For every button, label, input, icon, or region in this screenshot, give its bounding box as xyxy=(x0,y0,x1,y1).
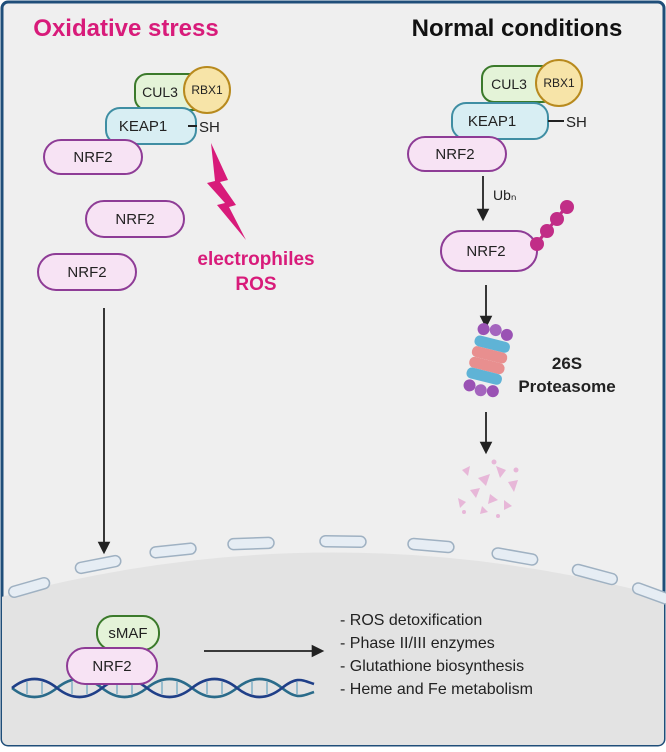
left-cul3-label: CUL3 xyxy=(142,84,178,100)
free-nrf2-1-label: NRF2 xyxy=(115,211,154,228)
right-keap1-complex: CUL3 RBX1 KEAP1 SH NRF2 xyxy=(407,59,587,172)
nucleus-region xyxy=(2,552,664,745)
left-title: Oxidative stress xyxy=(33,15,218,42)
nuclear-envelope xyxy=(7,534,666,605)
stressor-electrophiles: electrophiles xyxy=(197,249,314,270)
outcome-item: - Glutathione biosynthesis xyxy=(340,658,524,675)
right-bound-nrf2-label: NRF2 xyxy=(435,146,474,163)
outcome-item: - ROS detoxification xyxy=(340,612,482,629)
left-keap1-label: KEAP1 xyxy=(119,118,167,135)
free-nrf2-1-shape xyxy=(85,200,185,238)
right-title: Normal conditions xyxy=(412,15,623,42)
outcome-item: - Heme and Fe metabolism xyxy=(340,681,533,698)
free-nrf2-2-shape xyxy=(37,253,137,291)
smaf-label: sMAF xyxy=(108,625,147,642)
lightning-bolt-icon xyxy=(207,143,246,240)
proteasome-label-26s: 26S xyxy=(552,354,582,373)
left-rbx1-shape xyxy=(183,66,231,114)
polyubiquitin-chain-icon xyxy=(530,200,574,251)
left-keap1-complex: CUL3 RBX1 KEAP1 SH NRF2 xyxy=(43,66,231,175)
nuclear-nrf2-label: NRF2 xyxy=(92,658,131,675)
right-rbx1-shape xyxy=(535,59,583,107)
left-sh-label: SH xyxy=(199,119,220,136)
right-keap1-label: KEAP1 xyxy=(468,113,516,130)
stressor-ros: ROS xyxy=(235,274,276,295)
left-rbx1-label: RBX1 xyxy=(191,83,223,97)
ub-label: Ubₙ xyxy=(493,187,516,203)
right-rbx1-label: RBX1 xyxy=(543,76,575,90)
peptide-fragments-icon xyxy=(458,459,519,518)
outcome-list: - ROS detoxification - Phase II/III enzy… xyxy=(340,612,533,698)
ubiquitinated-nrf2-label: NRF2 xyxy=(466,243,505,260)
outcome-item: - Phase II/III enzymes xyxy=(340,635,495,652)
proteasome-label-name: Proteasome xyxy=(518,377,615,396)
right-cul3-label: CUL3 xyxy=(491,76,527,92)
left-bound-nrf2-shape xyxy=(43,139,143,175)
proteasome-icon xyxy=(463,323,513,398)
dna-helix xyxy=(11,677,315,699)
nuclear-nrf2-shape xyxy=(66,647,158,685)
right-bound-nrf2-shape xyxy=(407,136,507,172)
right-sh-label: SH xyxy=(566,114,587,131)
left-bound-nrf2-label: NRF2 xyxy=(73,149,112,166)
free-nrf2-2-label: NRF2 xyxy=(67,264,106,281)
